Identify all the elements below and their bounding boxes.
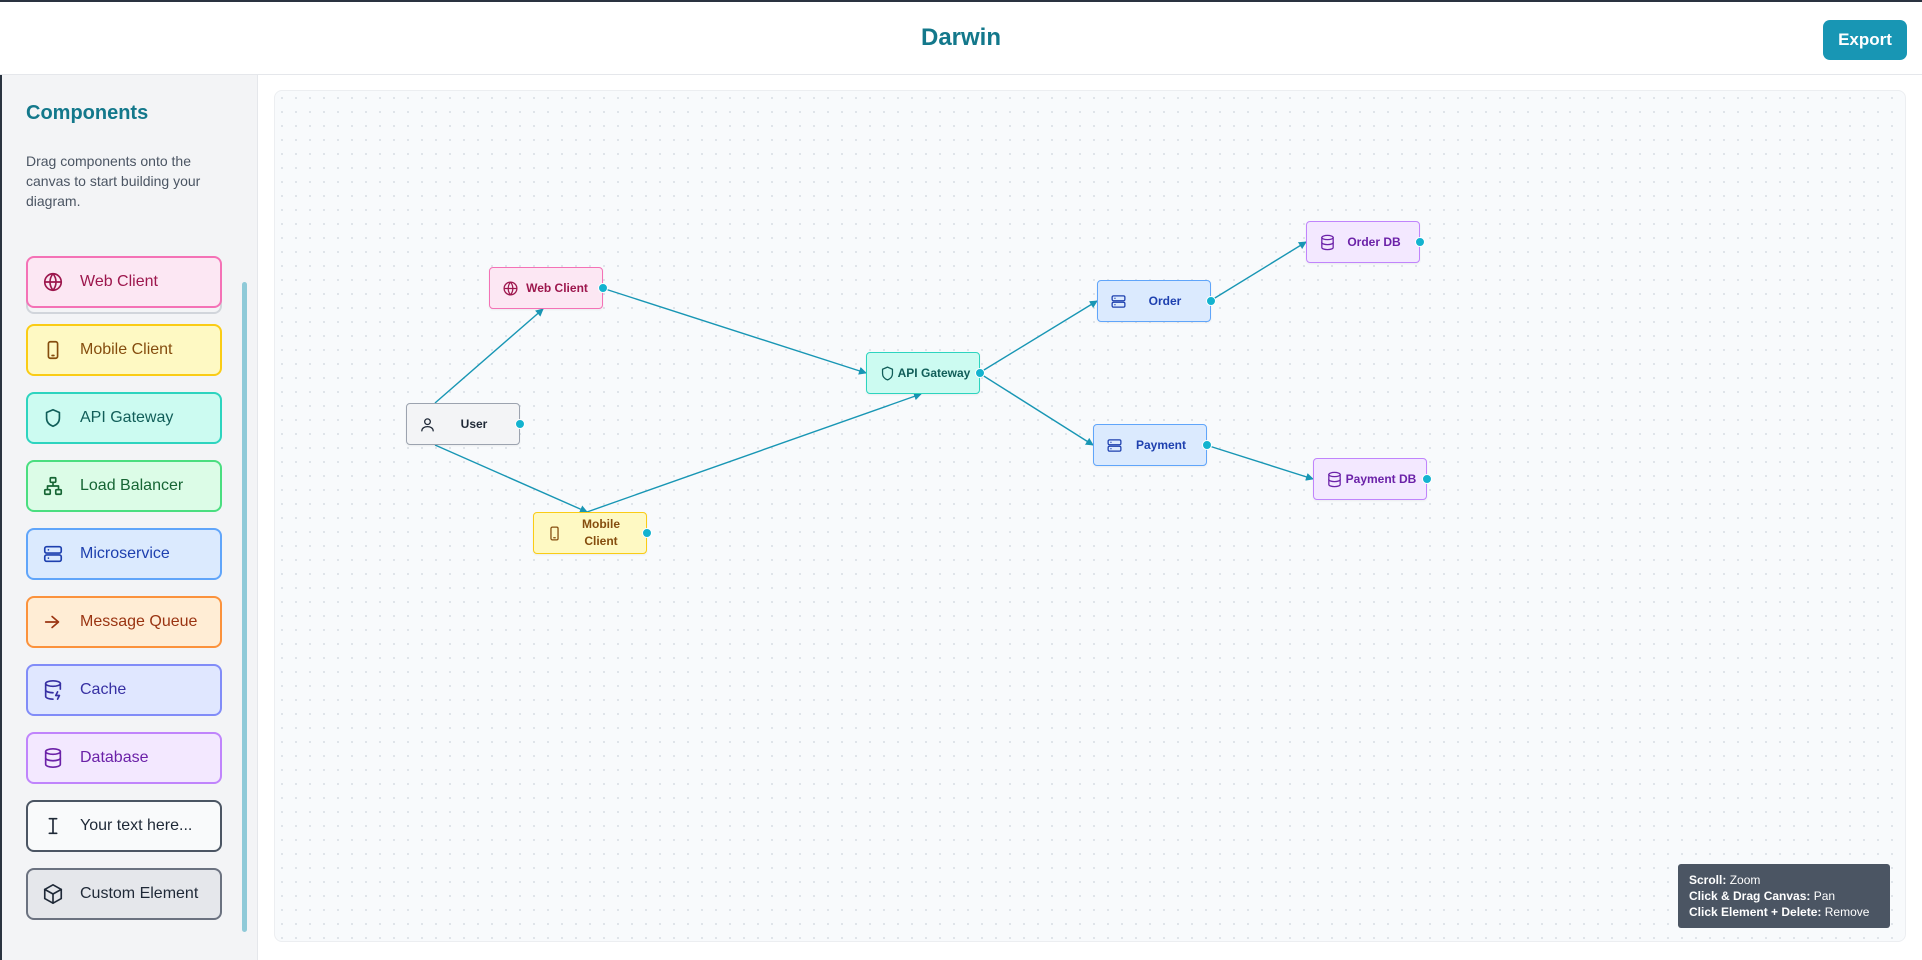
edge-user-to-mobile[interactable] <box>434 444 588 513</box>
edge-user-to-web[interactable] <box>434 308 544 404</box>
component-label: Web Client <box>80 273 158 290</box>
globe-icon <box>40 269 66 295</box>
component-load-balancer[interactable]: Load Balancer <box>26 460 222 512</box>
node-label: Web Client <box>526 280 588 295</box>
component-custom-element[interactable]: Custom Element <box>26 868 222 920</box>
shield-icon <box>40 405 66 431</box>
component-label: Database <box>80 749 149 766</box>
component-mobile-client[interactable]: Mobile Client <box>26 324 222 376</box>
node-label: API Gateway <box>897 365 971 380</box>
connection-port[interactable] <box>515 419 525 429</box>
connection-port[interactable] <box>1415 237 1425 247</box>
server-icon <box>40 541 66 567</box>
text-cursor-icon <box>40 813 66 839</box>
server-icon <box>1104 435 1124 455</box>
component-label: Cache <box>80 681 127 698</box>
component-message-queue[interactable]: Message Queue <box>26 596 222 648</box>
help-scroll-key: Scroll: <box>1689 873 1727 887</box>
component-label: Message Queue <box>80 613 198 630</box>
help-drag-value: Pan <box>1813 889 1836 903</box>
component-microservice[interactable]: Microservice <box>26 528 222 580</box>
component-label: Load Balancer <box>80 477 184 494</box>
sidebar-description: Drag components onto the canvas to start… <box>26 153 201 209</box>
node-label: Payment DB <box>1345 471 1417 486</box>
node-label: Mobile Client <box>582 517 620 548</box>
box-icon <box>40 881 66 907</box>
help-drag-key: Click & Drag Canvas: <box>1689 889 1811 903</box>
node-label: Order DB <box>1347 234 1401 249</box>
app-title: Darwin <box>920 24 1001 51</box>
component-label: Custom Element <box>80 885 199 902</box>
component-database[interactable]: Database <box>26 732 222 784</box>
globe-icon <box>500 278 520 298</box>
component-label: API Gateway <box>80 409 174 426</box>
connection-port[interactable] <box>1202 440 1212 450</box>
node-paymentdb[interactable]: Payment DB <box>1313 458 1432 500</box>
node-orderdb[interactable]: Order DB <box>1306 221 1425 263</box>
help-scroll-value: Zoom <box>1729 873 1761 887</box>
node-label: Order <box>1148 293 1182 308</box>
database-zap-icon <box>40 677 66 703</box>
edge-gateway-to-payment[interactable] <box>978 372 1094 446</box>
connection-port[interactable] <box>1422 474 1432 484</box>
database-icon <box>1324 469 1344 489</box>
component-label: Mobile Client <box>80 341 173 358</box>
component-label: Microservice <box>80 545 170 562</box>
server-icon <box>1108 291 1128 311</box>
connection-port[interactable] <box>598 283 608 293</box>
connection-port[interactable] <box>642 528 652 538</box>
edges-layer <box>434 241 1314 513</box>
edge-payment-to-paymentdb[interactable] <box>1205 444 1314 481</box>
help-delete-value: Remove <box>1824 905 1870 919</box>
component-api-gateway[interactable]: API Gateway <box>26 392 222 444</box>
sidebar-title: Components <box>26 102 149 124</box>
sidebar-scrollbar[interactable] <box>242 282 247 932</box>
edge-web-to-gateway[interactable] <box>601 287 867 375</box>
node-order[interactable]: Order <box>1097 280 1216 322</box>
component-label: Your text here... <box>80 817 193 834</box>
header: Darwin Export <box>0 0 1922 75</box>
components-sidebar: Components Drag components onto the canv… <box>0 75 258 960</box>
node-mobile[interactable]: Mobile Client <box>533 512 652 554</box>
node-label: Payment <box>1135 437 1187 452</box>
smartphone-icon <box>544 523 564 543</box>
edge-gateway-to-order[interactable] <box>978 300 1098 374</box>
edge-mobile-to-gateway[interactable] <box>586 392 922 513</box>
shield-icon <box>877 363 897 383</box>
edge-order-to-orderdb[interactable] <box>1209 241 1307 302</box>
node-web[interactable]: Web Client <box>489 267 608 309</box>
database-icon <box>1317 232 1337 252</box>
connection-port[interactable] <box>1206 296 1216 306</box>
shortcut-help: Scroll: Zoom Click & Drag Canvas: Pan Cl… <box>1678 864 1890 928</box>
node-payment[interactable]: Payment <box>1093 424 1212 466</box>
node-user[interactable]: User <box>406 403 525 445</box>
partially-scrolled-item <box>26 300 222 314</box>
network-icon <box>40 473 66 499</box>
export-button[interactable]: Export <box>1823 20 1907 60</box>
component-web-client[interactable]: Web Client <box>26 256 222 308</box>
node-gateway[interactable]: API Gateway <box>866 352 985 394</box>
help-delete-key: Click Element + Delete: <box>1689 905 1822 919</box>
smartphone-icon <box>40 337 66 363</box>
node-label: User <box>460 416 488 431</box>
send-icon <box>40 609 66 635</box>
database-icon <box>40 745 66 771</box>
component-cache[interactable]: Cache <box>26 664 222 716</box>
component-your-text-here[interactable]: Your text here... <box>26 800 222 852</box>
connection-port[interactable] <box>975 368 985 378</box>
user-icon <box>417 414 437 434</box>
